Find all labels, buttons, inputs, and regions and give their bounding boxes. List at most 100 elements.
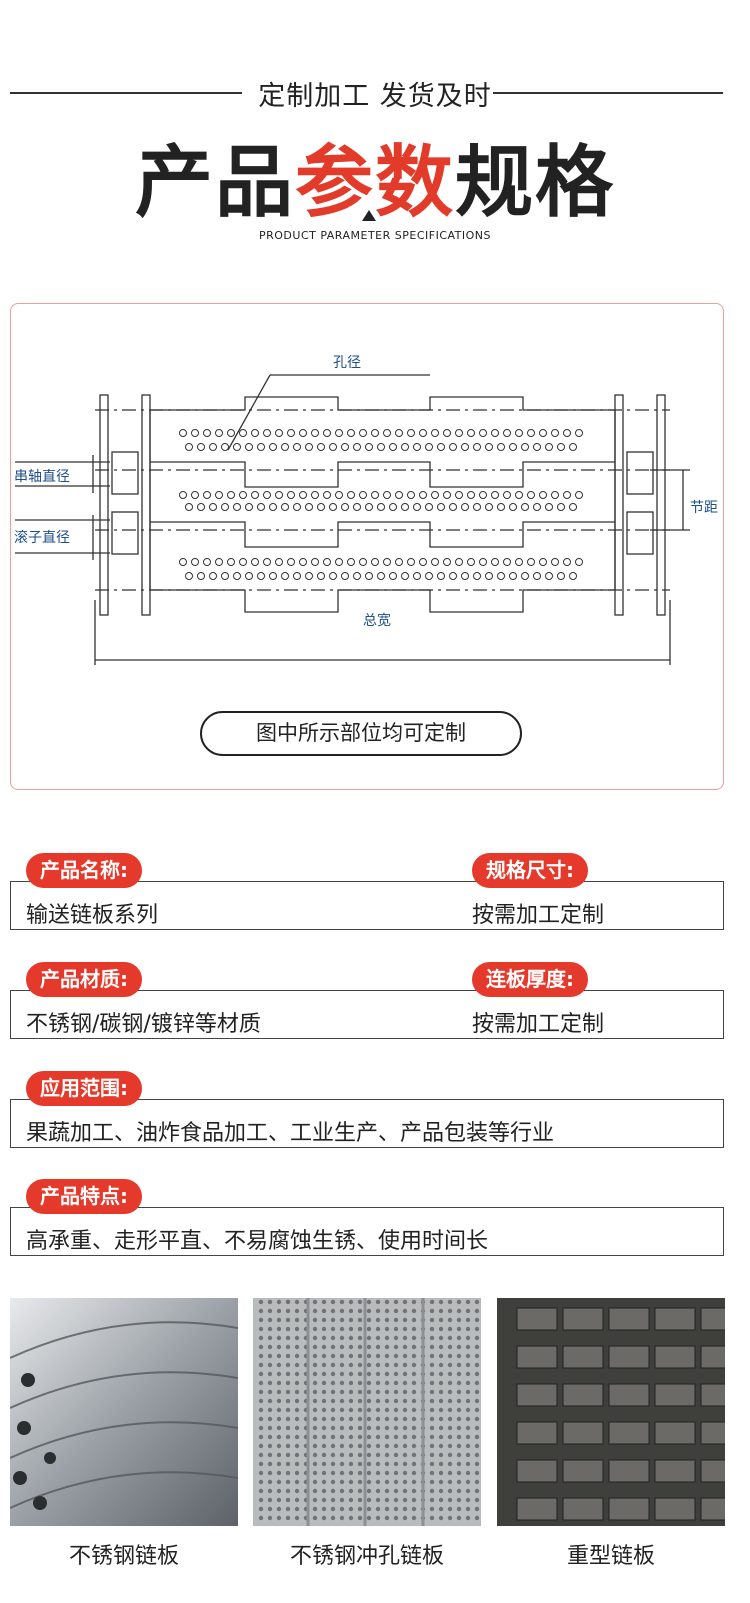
hole-mark (341, 443, 349, 451)
perforation-mark (339, 1416, 345, 1422)
perforation-mark (393, 1380, 399, 1386)
perforation-mark (321, 1407, 327, 1413)
hole-mark (341, 572, 349, 580)
label-width: 总宽 (363, 612, 391, 629)
hole-mark (293, 572, 301, 580)
perforation-mark (321, 1506, 327, 1512)
hole-mark (329, 443, 337, 451)
perforation-mark (456, 1470, 462, 1476)
perforation-mark (393, 1299, 399, 1305)
perforation-mark (411, 1506, 417, 1512)
perforation-mark (474, 1299, 480, 1305)
hole-mark (431, 429, 439, 437)
perforation-mark (402, 1434, 408, 1440)
caption-stainless: 不锈钢链板 (68, 1544, 179, 1569)
perforation-mark (294, 1461, 300, 1467)
perforation-mark (384, 1425, 390, 1431)
perforation-mark (438, 1398, 444, 1404)
perforation-mark (393, 1515, 399, 1521)
perforation-mark (402, 1479, 408, 1485)
hole-mark (245, 503, 253, 511)
hole-mark (323, 558, 331, 566)
perforation-mark (258, 1488, 264, 1494)
perforation-mark (474, 1506, 480, 1512)
perforation-mark (294, 1317, 300, 1323)
perforation-mark (258, 1344, 264, 1350)
hole-mark (341, 503, 349, 511)
perforation-mark (357, 1317, 363, 1323)
perforation-mark (465, 1515, 471, 1521)
perforation-mark (411, 1479, 417, 1485)
perforation-mark (276, 1308, 282, 1314)
perforation-mark (357, 1425, 363, 1431)
perforation-mark (384, 1452, 390, 1458)
perforation-mark (366, 1416, 372, 1422)
perforation-mark (285, 1488, 291, 1494)
perforation-mark (357, 1344, 363, 1350)
perforation-mark (294, 1452, 300, 1458)
perforation-mark (438, 1515, 444, 1521)
hole-mark (209, 503, 217, 511)
perforation-mark (330, 1335, 336, 1341)
perforation-mark (402, 1425, 408, 1431)
perforation-mark (276, 1452, 282, 1458)
perforation-mark (456, 1299, 462, 1305)
perforation-mark (384, 1317, 390, 1323)
perforation-mark (384, 1407, 390, 1413)
perforation-mark (330, 1344, 336, 1350)
photo-stainless-chain-plate (10, 1298, 238, 1526)
perforation-mark (357, 1506, 363, 1512)
hole-mark (287, 429, 295, 437)
hole-mark (377, 572, 385, 580)
hole-mark (299, 429, 307, 437)
perforation-mark (285, 1515, 291, 1521)
heavy-link-mark (700, 1497, 725, 1521)
perforation-mark (402, 1398, 408, 1404)
perforation-mark (411, 1317, 417, 1323)
perforation-mark (357, 1434, 363, 1440)
hole-mark (281, 572, 289, 580)
perforation-mark (474, 1434, 480, 1440)
perforation-mark (456, 1416, 462, 1422)
perforation-mark (276, 1344, 282, 1350)
perforation-mark (258, 1434, 264, 1440)
hole-mark (419, 558, 427, 566)
perforation-mark (267, 1389, 273, 1395)
hole-mark (407, 491, 415, 499)
perforation-mark (348, 1335, 354, 1341)
perforation-mark (321, 1470, 327, 1476)
perforation-mark (312, 1497, 318, 1503)
perforation-mark (447, 1407, 453, 1413)
perforation-mark (438, 1389, 444, 1395)
perforation-mark (456, 1434, 462, 1440)
perforation-mark (339, 1299, 345, 1305)
perforation-mark (330, 1452, 336, 1458)
perforation-mark (474, 1425, 480, 1431)
badge-thickness: 连板厚度: (472, 962, 588, 997)
perforation-mark (474, 1398, 480, 1404)
perforation-mark (375, 1362, 381, 1368)
perforation-mark (312, 1425, 318, 1431)
hole-mark (539, 491, 547, 499)
perforation-mark (375, 1398, 381, 1404)
hole-mark (557, 572, 565, 580)
perforation-mark (357, 1353, 363, 1359)
perforation-mark (447, 1425, 453, 1431)
hole-mark (545, 572, 553, 580)
perforation-mark (312, 1344, 318, 1350)
hole-mark (311, 429, 319, 437)
perforation-mark (447, 1389, 453, 1395)
perforation-mark (330, 1317, 336, 1323)
hole-mark (413, 572, 421, 580)
badge-material: 产品材质: (26, 962, 142, 997)
perforation-mark (474, 1443, 480, 1449)
perforation-mark (339, 1407, 345, 1413)
perforation-mark (258, 1353, 264, 1359)
hole-mark (371, 491, 379, 499)
hole-mark (377, 503, 385, 511)
perforation-mark (348, 1434, 354, 1440)
perforation-mark (474, 1407, 480, 1413)
hole-mark (371, 429, 379, 437)
hole-mark (335, 491, 343, 499)
perforation-mark (285, 1326, 291, 1332)
